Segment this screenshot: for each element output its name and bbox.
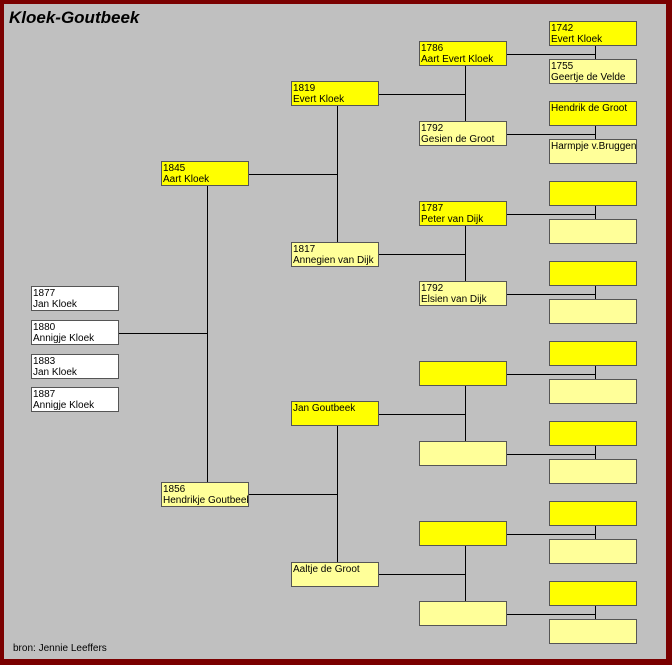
connector-line — [379, 254, 465, 255]
person-year: 1786 — [421, 43, 444, 54]
connector-line — [595, 286, 596, 299]
connector-line — [379, 414, 465, 415]
connector-line — [507, 614, 595, 615]
person-year: 1742 — [551, 23, 574, 34]
person-box-father: 1845 Aart Kloek — [161, 161, 249, 186]
person-box-mother: 1856 Hendrikje Goutbeek — [161, 482, 249, 507]
child-name: Jan Kloek — [33, 367, 77, 378]
connector-line — [595, 366, 596, 379]
person-box-great-grandmother — [419, 441, 507, 466]
connector-line — [465, 66, 466, 121]
connector-line — [465, 386, 466, 441]
pedigree-chart: Kloek-Goutbeek 1877 Jan Kloek 1880 Annig… — [4, 4, 666, 659]
child-box: 1880 Annigje Kloek — [31, 320, 119, 345]
person-year: 1856 — [163, 484, 186, 495]
person-box-gg-grandfather: 1742 Evert Kloek — [549, 21, 637, 46]
person-year: 1817 — [293, 244, 316, 255]
person-name: Elsien van Dijk — [421, 294, 487, 305]
child-box: 1887 Annigje Kloek — [31, 387, 119, 412]
child-year: 1877 — [33, 288, 56, 299]
person-box-great-grandfather: 1786 Aart Evert Kloek — [419, 41, 507, 66]
chart-title: Kloek-Goutbeek — [9, 8, 140, 27]
person-name: Aaltje de Groot — [293, 564, 360, 575]
child-name: Annigje Kloek — [33, 400, 95, 411]
connector-line — [595, 526, 596, 539]
child-name: Annigje Kloek — [33, 333, 95, 344]
connector-line — [337, 426, 338, 562]
connector-line — [595, 126, 596, 139]
person-box-gg-grandfather — [549, 421, 637, 446]
person-name: Jan Goutbeek — [293, 403, 356, 414]
child-year: 1880 — [33, 322, 56, 333]
person-name: Hendrikje Goutbeek — [163, 495, 249, 506]
person-box-gg-grandmother — [549, 619, 637, 644]
child-name: Jan Kloek — [33, 299, 77, 310]
person-box-grandmother: Aaltje de Groot — [291, 562, 379, 587]
person-name: Evert Kloek — [551, 34, 603, 45]
person-box-gg-grandmother — [549, 539, 637, 564]
child-year: 1883 — [33, 356, 56, 367]
connector-line — [507, 294, 595, 295]
person-box-gg-grandfather — [549, 581, 637, 606]
child-box: 1877 Jan Kloek — [31, 286, 119, 311]
connector-line — [507, 54, 595, 55]
connector-line — [249, 494, 337, 495]
person-box-great-grandmother: 1792 Gesien de Groot — [419, 121, 507, 146]
connector-line — [207, 186, 208, 483]
connector-line — [337, 106, 338, 242]
person-name: Hendrik de Groot — [551, 103, 628, 114]
person-name: Harmpje v.Bruggen — [551, 141, 637, 152]
person-name: Aart Kloek — [163, 174, 210, 185]
person-box-gg-grandmother — [549, 219, 637, 244]
connector-line — [507, 214, 595, 215]
person-box-gg-grandfather: Hendrik de Groot — [549, 101, 637, 126]
connector-line — [379, 94, 465, 95]
person-box-great-grandfather: 1787 Peter van Dijk — [419, 201, 507, 226]
connector-line — [595, 46, 596, 59]
person-name: Geertje de Velde — [551, 72, 626, 83]
source-credit: bron: Jennie Leeffers — [13, 643, 107, 654]
person-year: 1792 — [421, 283, 444, 294]
child-year: 1887 — [33, 389, 56, 400]
person-box-great-grandmother: 1792 Elsien van Dijk — [419, 281, 507, 306]
person-box-grandmother: 1817 Annegien van Dijk — [291, 242, 379, 267]
child-box: 1883 Jan Kloek — [31, 354, 119, 379]
connector-line — [507, 454, 595, 455]
connector-line — [507, 374, 595, 375]
person-box-gg-grandfather — [549, 261, 637, 286]
person-box-gg-grandmother — [549, 379, 637, 404]
person-box-grandfather: Jan Goutbeek — [291, 401, 379, 426]
connector-line — [465, 226, 466, 281]
connector-line — [595, 606, 596, 619]
person-box-great-grandfather — [419, 521, 507, 546]
connector-line — [119, 333, 207, 334]
connector-line — [507, 534, 595, 535]
person-name: Peter van Dijk — [421, 214, 484, 225]
person-year: 1845 — [163, 163, 186, 174]
person-box-gg-grandmother: Harmpje v.Bruggen — [549, 139, 637, 164]
connector-line — [465, 546, 466, 601]
person-name: Evert Kloek — [293, 94, 345, 105]
person-box-gg-grandmother: 1755 Geertje de Velde — [549, 59, 637, 84]
person-box-gg-grandfather — [549, 501, 637, 526]
person-box-great-grandfather — [419, 361, 507, 386]
person-name: Aart Evert Kloek — [421, 54, 494, 65]
person-year: 1792 — [421, 123, 444, 134]
connector-line — [595, 206, 596, 219]
person-box-gg-grandmother — [549, 459, 637, 484]
person-box-great-grandmother — [419, 601, 507, 626]
person-box-grandfather: 1819 Evert Kloek — [291, 81, 379, 106]
connector-line — [249, 174, 337, 175]
person-year: 1755 — [551, 61, 574, 72]
person-name: Annegien van Dijk — [293, 255, 374, 266]
person-box-gg-grandmother — [549, 299, 637, 324]
connector-line — [379, 574, 465, 575]
person-year: 1787 — [421, 203, 444, 214]
connector-line — [595, 446, 596, 459]
person-box-gg-grandfather — [549, 181, 637, 206]
connector-line — [507, 134, 595, 135]
person-name: Gesien de Groot — [421, 134, 495, 145]
person-box-gg-grandfather — [549, 341, 637, 366]
person-year: 1819 — [293, 83, 316, 94]
